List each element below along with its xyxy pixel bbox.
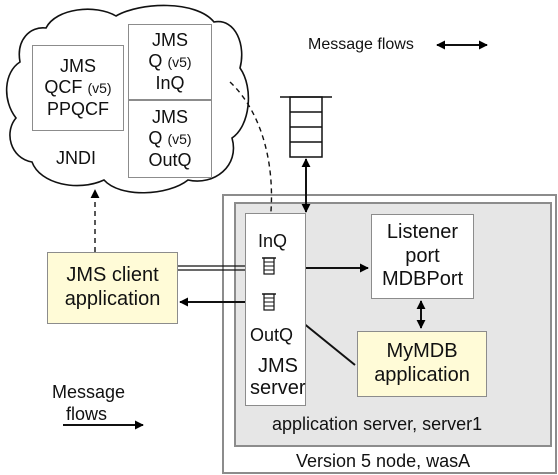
jndi-qcf-line2: QCF: [44, 77, 83, 98]
inq-binding-arrow: [229, 81, 275, 231]
jndi-outq-line1: JMS: [152, 107, 188, 128]
jndi-outq-line2: Q: [148, 128, 163, 149]
jndi-inq-version: (v5): [167, 54, 192, 71]
jndi-outq-line3: OutQ: [148, 149, 192, 170]
jndi-qcf-line3: PPQCF: [46, 98, 109, 119]
outq-queue-icon: [262, 293, 276, 311]
legend-top-label: Message flows: [308, 36, 414, 53]
listener-port-box: Listener port MDBPort: [371, 214, 474, 299]
server-line2: server: [250, 377, 306, 399]
jndi-outq-version: (v5): [167, 131, 192, 148]
jndi-outq-box: JMS Q (v5) OutQ: [128, 100, 212, 178]
server-inq-label: InQ: [258, 231, 288, 251]
listener-line1: Listener: [386, 221, 459, 244]
client-line2: application: [64, 288, 161, 310]
node-label: Version 5 node, wasA: [296, 451, 471, 471]
jms-server-box: InQ OutQ JMS server: [245, 213, 306, 406]
server-outq-label: OutQ: [250, 325, 294, 345]
inq-queue-icon: [262, 257, 276, 275]
jndi-qcf-box: JMS QCF (v5) PPQCF: [32, 45, 124, 131]
jndi-label: JNDI: [56, 148, 96, 168]
mdb-to-outq-arrow: [296, 317, 356, 366]
jndi-qcf-version: (v5): [87, 80, 112, 97]
listener-line2: port: [405, 244, 440, 267]
jndi-qcf-line1: JMS: [60, 56, 96, 77]
mdb-line1: MyMDB: [386, 340, 458, 363]
listener-line3: MDBPort: [381, 268, 464, 291]
jndi-inq-line1: JMS: [152, 30, 188, 51]
jndi-inq-line3: InQ: [155, 72, 185, 93]
jndi-inq-box: JMS Q (v5) InQ: [128, 24, 212, 100]
mdb-line2: application: [374, 364, 470, 386]
jms-client-application: JMS client application: [47, 252, 178, 324]
jndi-inq-line2-row: Q (v5): [148, 51, 191, 72]
legend-bottom-line1: Message: [52, 382, 126, 402]
jndi-inq-line2: Q: [148, 51, 163, 72]
queue-stack-icon: [280, 96, 332, 158]
mymdb-application: MyMDB application: [357, 331, 487, 397]
app-server-label: application server, server1: [272, 414, 483, 434]
legend-bottom-line2: flows: [66, 404, 108, 424]
jndi-outq-line2-row: Q (v5): [148, 128, 191, 149]
server-line1: JMS: [258, 355, 298, 377]
jndi-qcf-line2-row: QCF (v5): [44, 77, 111, 98]
client-line1: JMS client: [66, 264, 159, 287]
